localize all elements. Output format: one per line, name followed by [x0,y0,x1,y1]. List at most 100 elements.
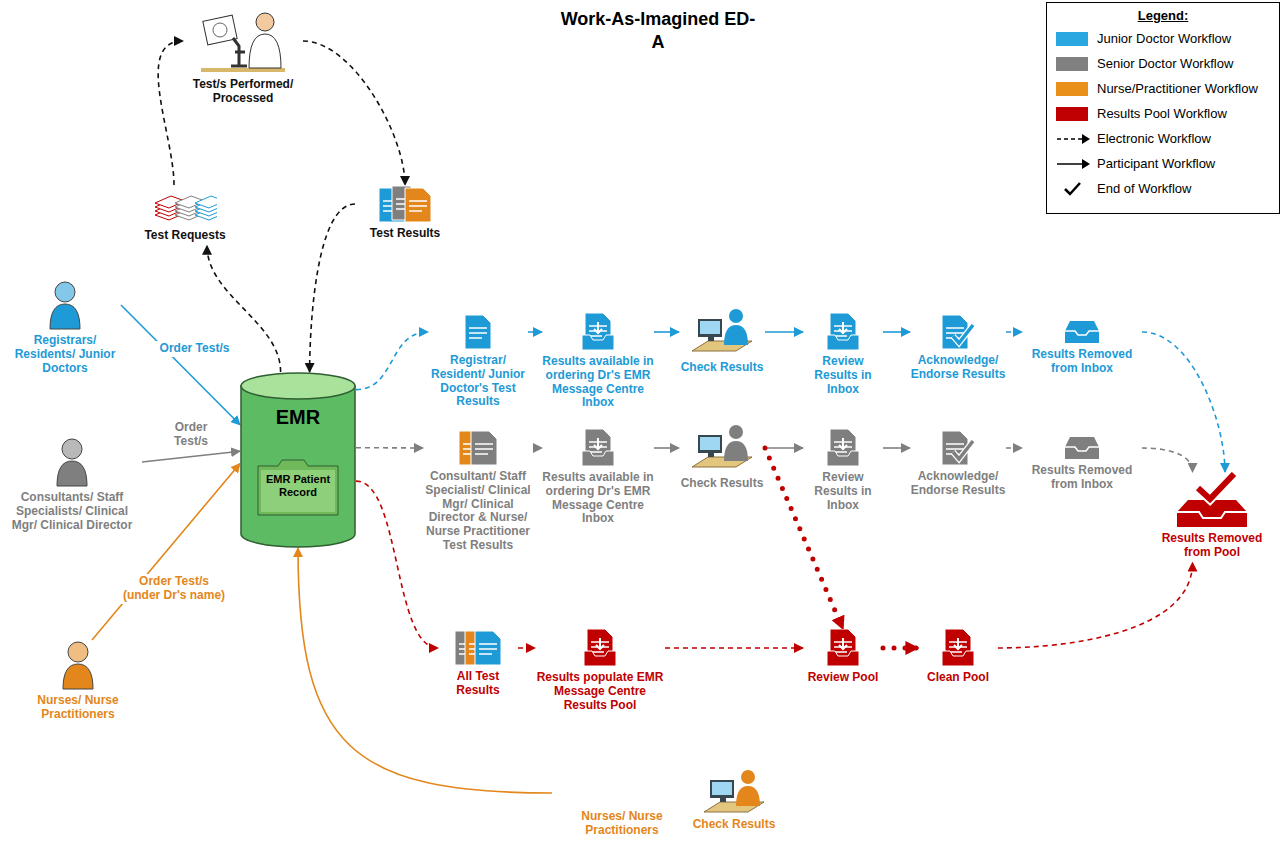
diagram-node: Check Results [679,307,765,378]
connector-label: Order Test/s [150,341,240,357]
inbox-icon [827,629,859,667]
connector [158,41,183,185]
diagram-node: Consultants/ Staff Specialists/ Clinical… [2,437,142,535]
diagram-node: Consultant/ Staff Specialist/ Clinical M… [423,430,533,556]
node-label: Results Removed from Inbox [1022,348,1142,379]
legend-text: Nurse/Practitioner Workflow [1097,81,1258,96]
legend-swatch [1055,81,1091,97]
connector [654,447,679,449]
node-label: Results populate EMR Message Centre Resu… [535,671,665,715]
node-label: Acknowledge/ Endorse Results [910,470,1006,501]
diagram-node: Clean Pool [918,629,998,688]
connector [356,481,438,648]
connector [765,331,803,333]
docs3-icon [454,630,502,666]
connector [1006,447,1022,449]
legend-row: Participant Workflow [1047,151,1279,176]
legend-text: Junior Doctor Workflow [1097,31,1231,46]
legend-text: Participant Workflow [1097,156,1215,171]
legend-row: End of Workflow [1047,176,1279,201]
lab-icon [201,8,285,74]
diagram-node: Results available in ordering Dr's EMR M… [542,313,654,413]
diagram-node: Results available in ordering Dr's EMR M… [542,429,654,529]
inbox-icon [582,313,614,351]
node-label: EMR [240,406,356,432]
diagram-node: Nurses/ Nurse PractitionersCheck Results [552,768,780,852]
node-label: Test Results [355,227,455,244]
pool-icon [1176,472,1248,528]
legend-text: Senior Doctor Workflow [1097,56,1233,71]
node-label: Registrar/ Resident/ Junior Doctor's Tes… [428,354,528,412]
diagram-node: Registrar/ Resident/ Junior Doctor's Tes… [428,314,528,412]
node-label: Registrars/ Residents/ Junior Doctors [9,334,121,378]
node-label: Consultants/ Staff Specialists/ Clinical… [2,491,142,535]
diagram-node: EMR EMR Patient Record [240,372,356,548]
connector [142,451,240,462]
diagram-node: Results Removed from Inbox [1022,320,1142,379]
connector [356,447,423,449]
legend-row: Nurse/Practitioner Workflow [1047,76,1279,101]
legend-tick-sample [1055,181,1091,197]
connector [533,447,542,449]
connector [883,646,918,651]
check-icon [702,768,766,818]
connector-label: Order Test/s [166,420,216,450]
person-icon [48,280,82,330]
papers-icon [153,185,217,225]
connector [665,647,803,649]
inbox-icon [827,429,859,467]
diagram-node: Check Results [679,423,765,494]
legend-text: Results Pool Workflow [1097,106,1227,121]
connector [883,331,910,333]
ack-icon [941,314,975,350]
connector [121,305,240,425]
diagram-title: Work-As-Imagined ED-A [558,8,758,53]
diagram-node: Review Results in Inbox [803,429,883,515]
node-label: Results Removed from Pool [1147,532,1277,563]
node-label: Check Results [679,361,765,378]
node-label: Acknowledge/ Endorse Results [910,354,1006,385]
node-label: Review Results in Inbox [803,471,883,515]
connector [1142,332,1225,472]
legend-line-sample [1055,131,1091,147]
connector [998,563,1193,648]
connector [303,41,405,185]
legend-title: Legend: [1047,8,1279,23]
res3-icon [378,185,432,223]
legend-swatch [1055,31,1091,47]
doc-icon [464,314,492,350]
legend-line-sample [1055,156,1091,172]
connector [518,647,535,649]
legend-text: End of Workflow [1097,181,1191,196]
connector [1006,331,1022,333]
inbox-icon [582,429,614,467]
node-label: Results available in ordering Dr's EMR M… [542,355,654,413]
node-label: Review Pool [803,671,883,688]
legend-swatch [1055,56,1091,72]
connector [92,464,240,640]
diagram-node: Results Removed from Pool [1147,472,1277,563]
docs2-icon [458,430,498,466]
connector [1142,448,1193,472]
person-icon [61,640,95,690]
connector [883,447,910,449]
diagram-node: Acknowledge/ Endorse Results [910,430,1006,501]
tray-icon [1064,436,1100,460]
node-label: Test/s Performed/ Processed [183,78,303,109]
legend-row: Senior Doctor Workflow [1047,51,1279,76]
tray-icon [1064,320,1100,344]
legend-swatch [1055,106,1091,122]
diagram-node: Results Removed from Inbox [1022,436,1142,495]
legend-row: Junior Doctor Workflow [1047,26,1279,51]
connector [310,204,355,372]
ack-icon [941,430,975,466]
node-label: Check Results [692,818,776,835]
check-icon [690,423,754,473]
node-label: All Test Results [438,670,518,701]
legend-row: Electronic Workflow [1047,126,1279,151]
node-label: Check Results [679,477,765,494]
node-label: Results available in ordering Dr's EMR M… [542,471,654,529]
connector [765,447,803,449]
node-label: Test Requests [130,229,240,246]
diagram-node: EMR Patient Record [257,458,339,516]
